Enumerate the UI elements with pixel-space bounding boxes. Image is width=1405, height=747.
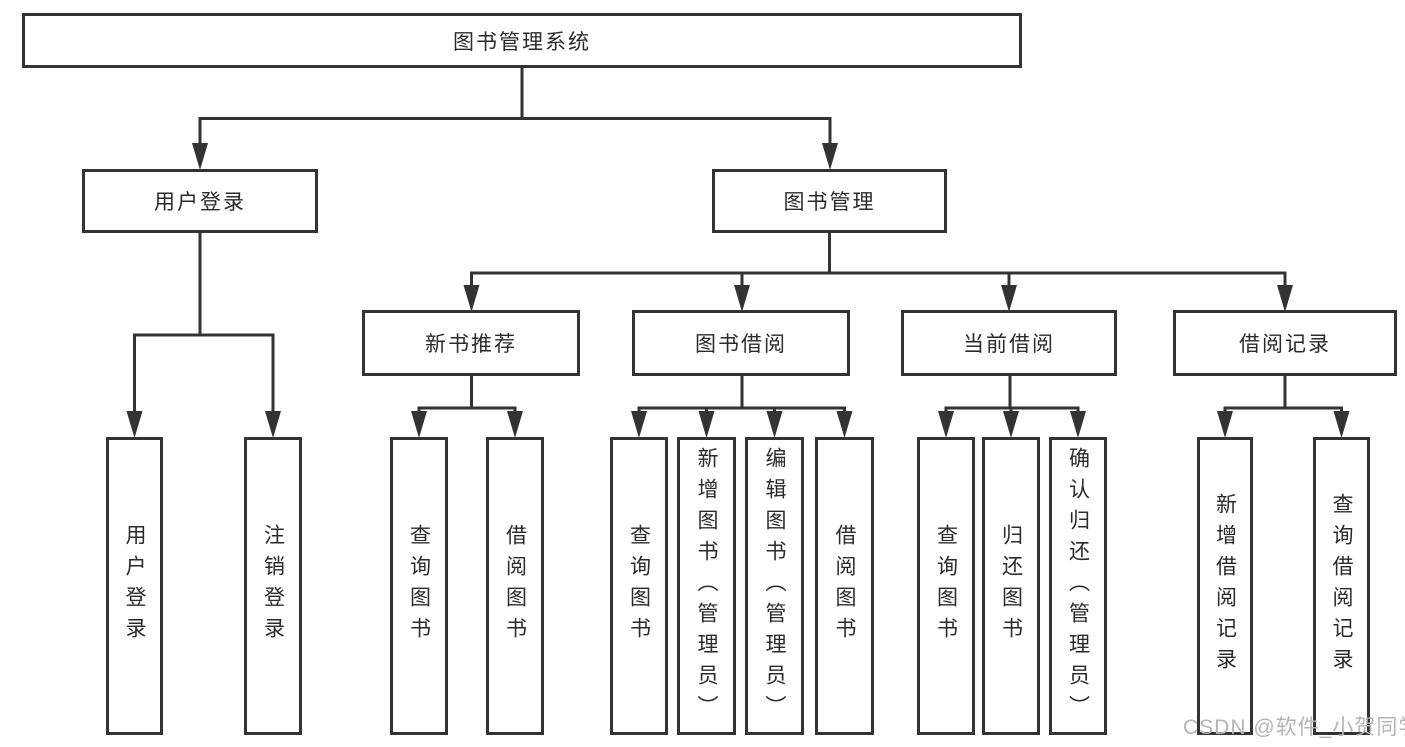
leaf-add-book-admin: 新增图书（管理员）	[677, 437, 736, 735]
leaf-label: 查询图书	[407, 524, 431, 648]
node-root-label: 图书管理系统	[453, 30, 591, 54]
node-book-borrow: 图书借阅	[632, 310, 850, 376]
node-borrow-records-label: 借阅记录	[1239, 333, 1331, 356]
leaf-return-book: 归还图书	[982, 437, 1040, 735]
leaf-label: 用户登录	[123, 524, 146, 648]
node-user-login-label: 用户登录	[154, 191, 246, 214]
connector-paths	[133, 68, 1343, 413]
node-book-mgmt: 图书管理	[712, 169, 947, 233]
node-borrow-records: 借阅记录	[1173, 310, 1397, 376]
leaf-label: 确认归还（管理员）	[1066, 446, 1090, 726]
node-current-borrow: 当前借阅	[901, 310, 1117, 376]
leaf-label: 查询图书	[934, 524, 958, 648]
leaf-label: 归还图书	[999, 524, 1023, 648]
leaf-label: 编辑图书（管理员）	[763, 446, 786, 726]
leaf-confirm-return-admin: 确认归还（管理员）	[1049, 437, 1107, 735]
leaf-query-borrow-record: 查询借阅记录	[1313, 437, 1370, 735]
leaf-label: 借阅图书	[833, 524, 856, 648]
node-new-book-recommend-label: 新书推荐	[425, 333, 517, 356]
arrowheads	[126, 143, 1350, 438]
leaf-user-login: 用户登录	[106, 437, 163, 735]
leaf-logout: 注销登录	[244, 437, 302, 735]
node-root: 图书管理系统	[22, 13, 1022, 68]
leaf-query-book-2: 查询图书	[610, 437, 668, 735]
leaf-borrow-book-2: 借阅图书	[815, 437, 874, 735]
leaf-query-book-1: 查询图书	[390, 437, 448, 735]
leaf-query-book-3: 查询图书	[917, 437, 975, 735]
leaf-label: 查询借阅记录	[1330, 493, 1353, 679]
leaf-label: 新增图书（管理员）	[695, 446, 718, 726]
leaf-edit-book-admin: 编辑图书（管理员）	[745, 437, 804, 735]
leaf-label: 注销登录	[261, 524, 285, 648]
leaf-label: 新增借阅记录	[1213, 493, 1237, 679]
node-book-mgmt-label: 图书管理	[783, 191, 876, 214]
csdn-watermark: CSDN @软件_小贺同学	[1183, 716, 1405, 739]
node-current-borrow-label: 当前借阅	[963, 333, 1055, 356]
node-book-borrow-label: 图书借阅	[695, 333, 787, 356]
node-user-login: 用户登录	[82, 169, 318, 233]
leaf-label: 借阅图书	[503, 524, 527, 648]
leaf-add-borrow-record: 新增借阅记录	[1197, 437, 1253, 735]
node-new-book-recommend: 新书推荐	[362, 310, 580, 376]
leaf-label: 查询图书	[627, 524, 651, 648]
leaf-borrow-book-1: 借阅图书	[486, 437, 544, 735]
